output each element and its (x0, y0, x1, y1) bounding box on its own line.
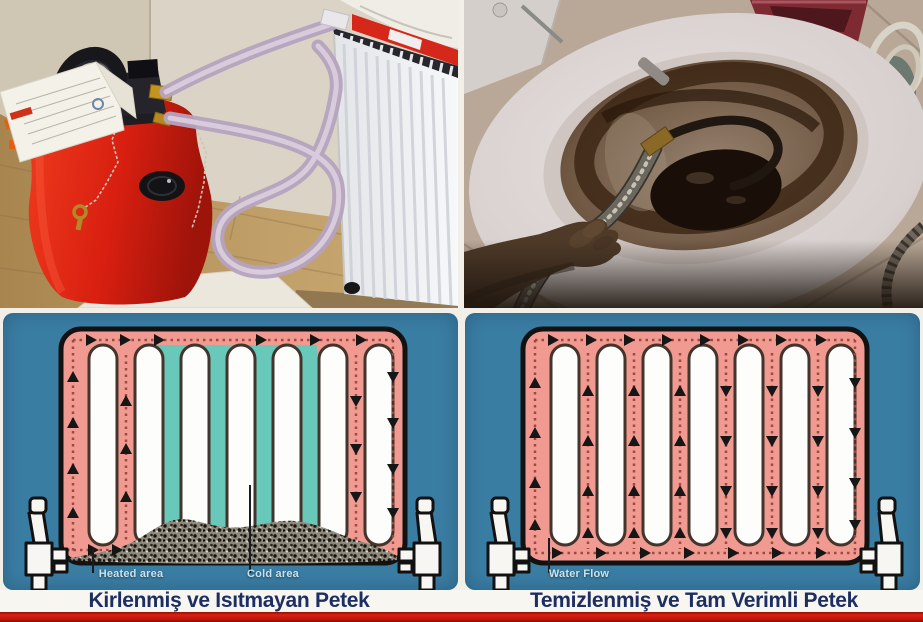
radiator-shadow (292, 290, 458, 308)
hinge-rod (520, 4, 564, 44)
diagram-clean-radiator: Water Flow (465, 313, 920, 590)
diagram-dirty-radiator: Heated area Cold area (3, 313, 458, 590)
bottom-red-bar (0, 612, 923, 622)
caption-strip: Kirlenmiş ve Isıtmayan Petek Temizlenmiş… (0, 590, 923, 612)
hose-loop-core (167, 43, 342, 275)
photo-cleaning-machine (0, 0, 458, 308)
toilet-scene (464, 0, 923, 308)
cloth-fold (359, 5, 453, 39)
flushing-machine (3, 95, 213, 305)
caption-clean: Temizlenmiş ve Tam Verimli Petek (529, 589, 859, 612)
window-sill-cloth (340, 0, 458, 48)
label-sheet (0, 61, 137, 163)
finger-2 (583, 220, 605, 238)
tank-cap-ring (147, 176, 177, 196)
sludge-pool (650, 149, 782, 231)
clean-radiator-svg (486, 326, 904, 590)
toilet-tank (464, 0, 564, 94)
tank-highlight (35, 139, 66, 294)
sludge-glint-2 (726, 196, 746, 204)
radiator-fins (342, 43, 453, 306)
photo-dirty-flush-toilet (464, 0, 923, 308)
tank-cap (139, 171, 185, 201)
left-valve (486, 496, 531, 590)
hinge-bolt (492, 2, 508, 18)
red-tank (27, 95, 213, 305)
label-logo (92, 98, 104, 110)
label-red-mark (9, 106, 33, 121)
sludge-glint (686, 172, 714, 184)
radiator-top-label (388, 29, 422, 50)
vignette (464, 240, 923, 308)
hose-top-core (163, 21, 335, 95)
fine-print (15, 77, 117, 145)
hose-radiator-fitting (319, 8, 350, 31)
black-hose (659, 115, 783, 191)
radiator-tubes (549, 343, 857, 547)
brass-hose-nut (640, 125, 675, 157)
tank-cap-glint (167, 179, 171, 183)
caption-dirty: Kirlenmiş ve Isıtmayan Petek (88, 589, 370, 612)
right-valve (859, 496, 904, 590)
radiator-tubes (87, 343, 395, 547)
sludge-sediment (67, 519, 397, 564)
cold-area-label: Cold area (247, 568, 299, 580)
key-chain-2 (191, 127, 207, 229)
heated-area-label: Heated area (98, 568, 164, 580)
dirty-radiator-svg (24, 326, 442, 590)
left-valve (24, 496, 69, 590)
water-flow-label: Water Flow (548, 568, 610, 580)
hoses (159, 17, 346, 279)
pump-junction-box (127, 58, 159, 80)
brass-key (72, 204, 88, 231)
key-chain (83, 117, 121, 209)
panel-radiator (333, 14, 458, 306)
cleaning-machine-scene (0, 0, 458, 308)
right-valve (397, 496, 442, 590)
dirt-streak (601, 89, 821, 133)
seat-hinge (637, 57, 670, 86)
radiator-drain-cap (344, 282, 360, 294)
